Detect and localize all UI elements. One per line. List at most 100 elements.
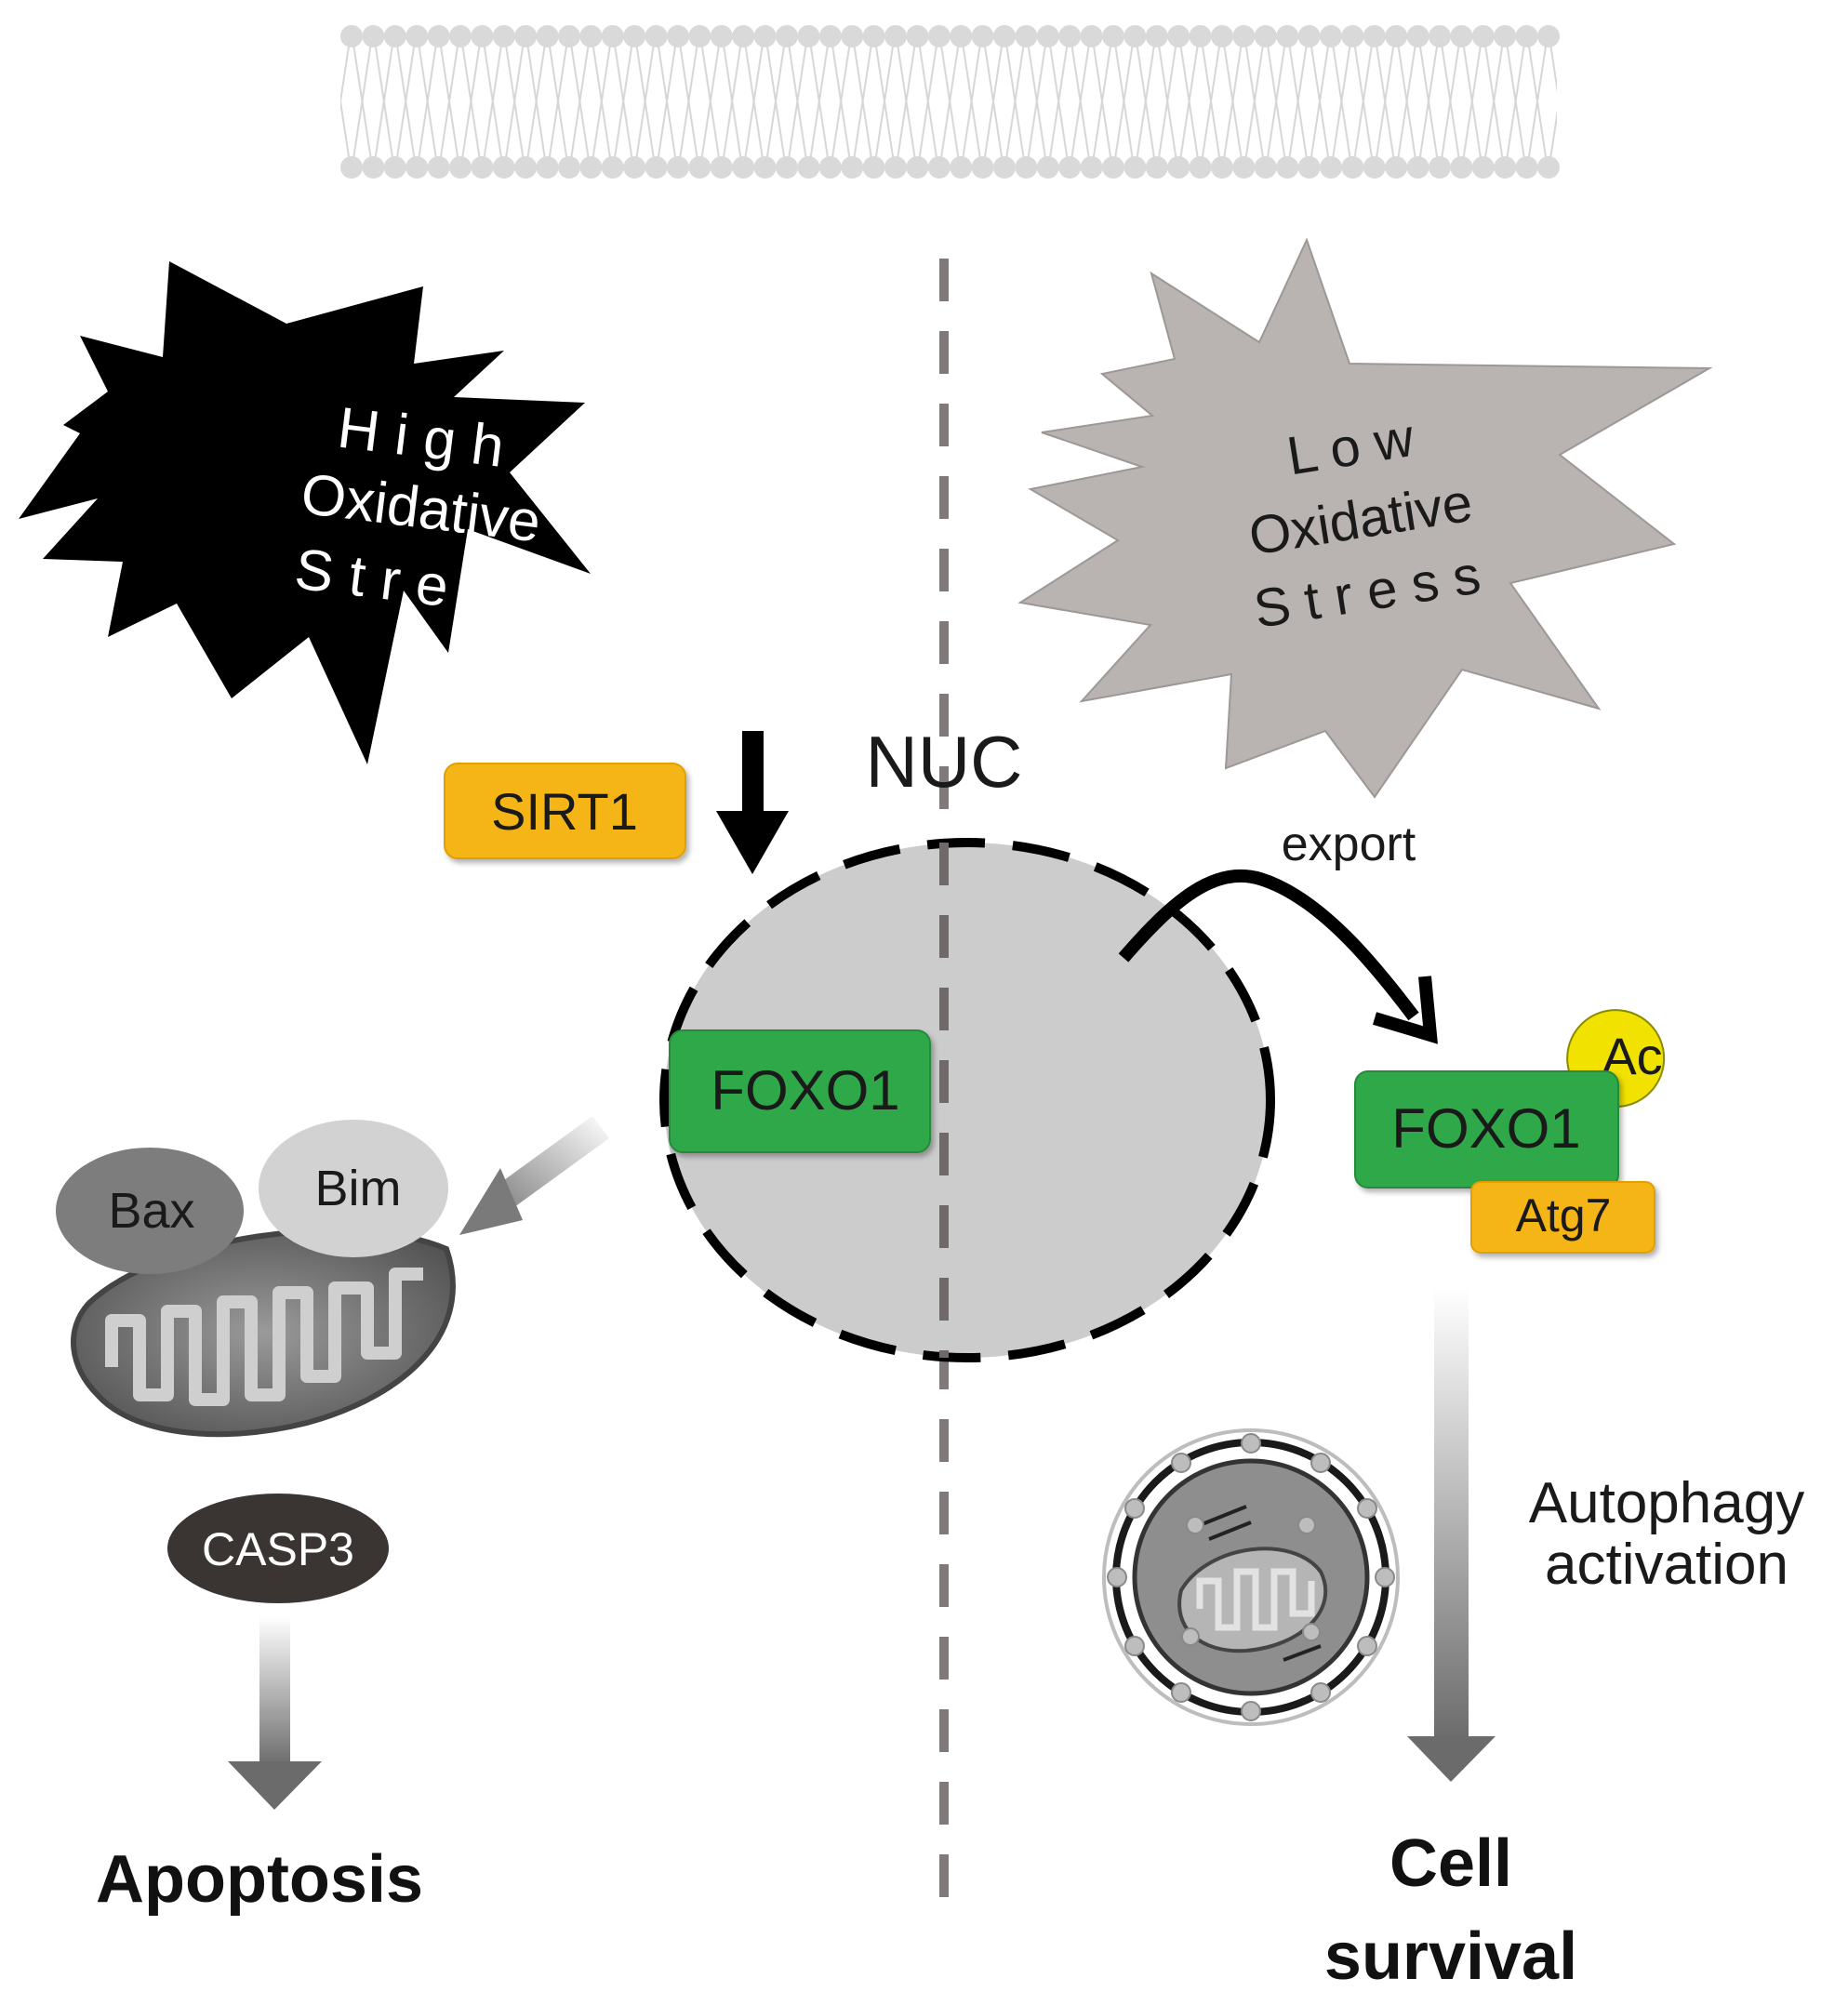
lipid-head <box>710 25 733 47</box>
lipid-head <box>1254 25 1277 47</box>
lipid-head <box>1102 156 1124 179</box>
lipid-head <box>558 25 580 47</box>
lipid-head <box>579 25 603 47</box>
autophagy-arrow <box>1407 1288 1496 1782</box>
lipid-head <box>1450 156 1473 179</box>
bax-ellipse <box>56 1148 244 1274</box>
lipid-head <box>383 156 406 179</box>
lipid-head <box>449 156 472 179</box>
lipid-head <box>818 156 842 179</box>
lipid-head <box>1058 156 1082 179</box>
casp3-label: CASP3 <box>202 1523 354 1575</box>
lipid-head <box>1232 156 1256 179</box>
lipid-head <box>471 25 494 47</box>
lipid-head <box>471 156 494 179</box>
lipid-head <box>1471 156 1495 179</box>
lipid-head <box>927 156 951 179</box>
lipid-head <box>492 25 515 47</box>
lipid-head <box>1015 25 1038 47</box>
lipid-head <box>623 25 646 47</box>
lipid-head <box>1515 25 1538 47</box>
lipid-head <box>732 25 755 47</box>
lipid-head <box>623 156 646 179</box>
stress-to-nucleus-arrow <box>716 731 789 874</box>
lipid-head <box>514 156 538 179</box>
lipid-head <box>1341 25 1364 47</box>
lipid-head <box>688 25 711 47</box>
lipid-head <box>1211 156 1233 179</box>
lipid-head <box>710 156 733 179</box>
lipid-head <box>950 25 973 47</box>
lipid-head <box>1385 156 1408 179</box>
sirt1-box <box>444 763 686 859</box>
lipid-head <box>601 25 624 47</box>
lipid-head <box>1058 25 1082 47</box>
lipid-head <box>971 156 994 179</box>
lipid-head <box>383 25 406 47</box>
lipid-head <box>1036 156 1059 179</box>
lipid-head <box>1102 25 1124 47</box>
apoptosis-label: Apoptosis <box>96 1842 423 1917</box>
lipid-head <box>993 25 1016 47</box>
lipid-head <box>797 156 820 179</box>
lipid-head <box>1494 25 1517 47</box>
lipid-head <box>405 25 429 47</box>
lipid-head <box>1341 156 1364 179</box>
lipid-head <box>1123 25 1147 47</box>
lipid-head <box>1450 25 1473 47</box>
cell-survival-line1: Cell <box>1389 1826 1512 1901</box>
lipid-head <box>1494 156 1517 179</box>
lipid-head <box>797 25 820 47</box>
foxo1-cyto-label: FOXO1 <box>1391 1097 1580 1160</box>
casp3-ellipse <box>167 1494 389 1603</box>
lipid-head <box>732 156 755 179</box>
sirt1-label: SIRT1 <box>491 782 638 841</box>
lipid-head <box>1363 156 1386 179</box>
lipid-head <box>492 156 515 179</box>
lipid-head <box>993 156 1016 179</box>
lipid-head <box>1254 156 1277 179</box>
lipid-head <box>362 25 385 47</box>
lipid-head <box>1080 25 1103 47</box>
lipid-head <box>362 156 385 179</box>
lipid-head <box>405 156 429 179</box>
lipid-head <box>1080 156 1103 179</box>
lipid-head <box>449 25 472 47</box>
lipid-head <box>1297 156 1321 179</box>
autophagy-label-line2: activation <box>1545 1533 1788 1597</box>
lipid-head <box>841 25 864 47</box>
lipid-head <box>645 25 668 47</box>
cell-membrane <box>340 25 1560 179</box>
lipid-head <box>1429 25 1451 47</box>
lipid-head <box>1406 156 1429 179</box>
low-oxidative-stress-burst: L o w Oxidative S t r e s s <box>1017 237 1713 799</box>
lipid-head <box>601 156 624 179</box>
bim-label: Bim <box>315 1161 402 1216</box>
atg7-box <box>1470 1181 1655 1254</box>
lipid-head <box>1320 25 1342 47</box>
bax-label: Bax <box>108 1183 194 1239</box>
lipid-head <box>776 25 798 47</box>
lipid-head <box>1036 25 1059 47</box>
lipid-head <box>1232 25 1256 47</box>
lipid-head <box>1471 25 1495 47</box>
autophagy-label-line1: Autophagy <box>1529 1471 1804 1535</box>
lipid-head <box>1211 25 1233 47</box>
lipid-head <box>645 156 668 179</box>
lipid-head <box>753 156 777 179</box>
lipid-head <box>950 156 973 179</box>
lipid-head <box>884 25 907 47</box>
lipid-head <box>1429 156 1451 179</box>
apoptosis-arrow <box>228 1616 322 1810</box>
lipid-head <box>906 25 929 47</box>
atg7-label: Atg7 <box>1516 1189 1612 1242</box>
high-oxidative-stress-burst: H i g h Oxidative S t r e s s <box>19 261 591 764</box>
lipid-head <box>1363 25 1386 47</box>
lipid-head <box>1537 25 1560 47</box>
mitochondrion <box>71 1228 456 1438</box>
lipid-head <box>971 25 994 47</box>
lipid-head <box>1123 156 1147 179</box>
lipid-head <box>1167 25 1190 47</box>
lipid-head <box>906 156 929 179</box>
